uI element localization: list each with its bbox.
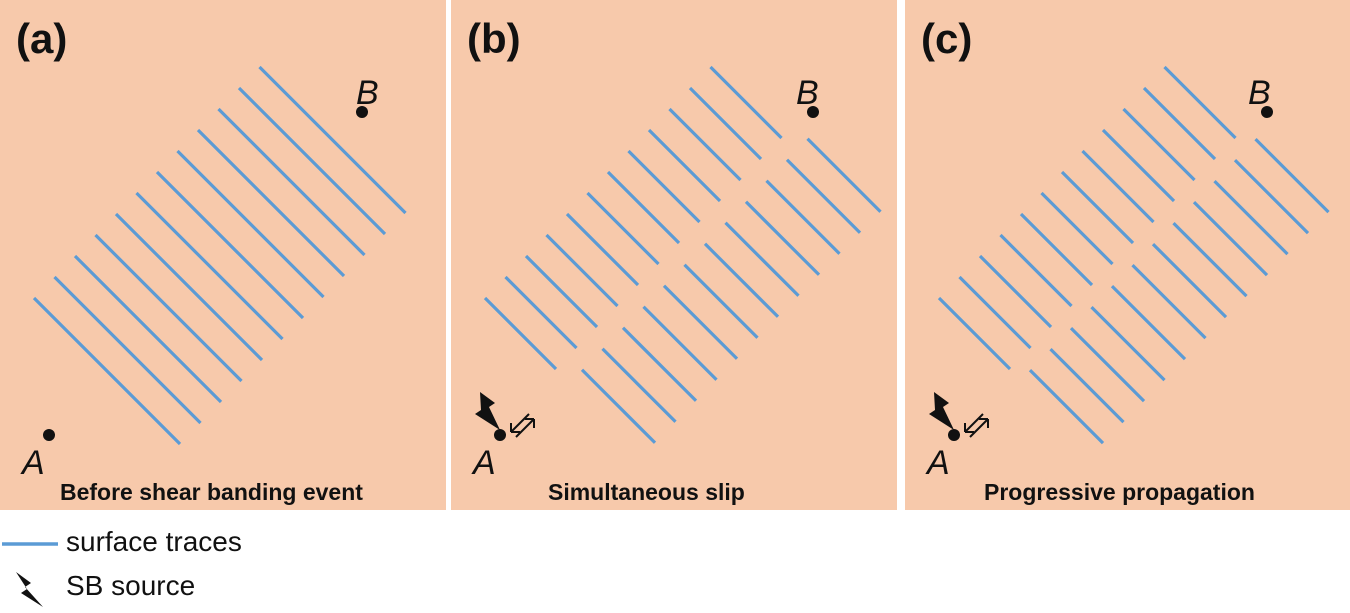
surface-trace	[1213, 179, 1289, 256]
point-a-label: A	[473, 444, 496, 482]
surface-trace	[785, 158, 862, 234]
surface-trace	[937, 296, 1012, 371]
surface-trace	[978, 254, 1053, 329]
panel-simultaneous-diagram	[475, 65, 882, 444]
surface-trace	[135, 191, 284, 341]
surface-trace	[524, 254, 599, 329]
shear-arrows-icon	[964, 413, 989, 438]
surface-trace	[1172, 221, 1248, 298]
surface-trace	[1233, 158, 1310, 235]
surface-trace	[258, 65, 407, 215]
surface-trace	[1040, 191, 1114, 266]
panel-caption: Progressive propagation	[984, 479, 1255, 505]
legend-label-surface-traces: surface traces	[66, 526, 242, 557]
legend-label-sb-source: SB source	[66, 570, 196, 601]
trace-line-icon	[2, 542, 58, 546]
surface-trace	[196, 128, 346, 278]
surface-trace	[958, 275, 1032, 350]
surface-trace	[1060, 170, 1135, 245]
panel-tag-b: (b)	[467, 15, 521, 62]
surface-trace	[1142, 86, 1217, 161]
surface-trace	[1069, 326, 1146, 403]
surface-trace	[217, 107, 366, 257]
point-a-dot	[494, 429, 506, 441]
surface-trace	[565, 212, 640, 287]
surface-trace	[32, 296, 182, 446]
surface-trace	[504, 275, 578, 350]
point-b-label: B	[796, 74, 819, 112]
surface-trace	[1101, 128, 1176, 203]
point-a-label: A	[22, 444, 45, 482]
surface-trace	[1028, 368, 1105, 445]
surface-trace	[1131, 263, 1207, 340]
surface-trace	[1122, 107, 1196, 182]
surface-trace	[601, 347, 677, 423]
surface-trace	[155, 170, 305, 320]
surface-trace	[1254, 137, 1330, 214]
point-a-dot	[948, 429, 960, 441]
surface-trace	[237, 86, 387, 236]
surface-trace	[806, 137, 882, 213]
surface-trace	[94, 233, 243, 383]
surface-trace	[545, 233, 619, 308]
panel-caption: Simultaneous slip	[548, 479, 745, 505]
surface-trace	[642, 305, 718, 381]
point-a-label: A	[927, 444, 950, 482]
panel-progressive: (c) B A Progressive propagation	[905, 0, 1350, 510]
surface-trace	[73, 254, 223, 404]
surface-trace	[114, 212, 264, 362]
surface-trace	[1090, 305, 1166, 382]
surface-trace	[709, 65, 783, 140]
point-b-dot	[807, 106, 819, 118]
surface-trace	[765, 179, 841, 255]
surface-trace	[683, 263, 759, 339]
surface-trace	[606, 170, 681, 245]
surface-trace	[1151, 242, 1228, 319]
panel-before-diagram	[32, 65, 407, 446]
surface-trace	[176, 149, 325, 299]
shear-arrows-icon	[510, 413, 535, 438]
panel-tag-a: (a)	[16, 15, 68, 62]
surface-trace	[999, 233, 1073, 308]
point-a-dot	[43, 429, 55, 441]
surface-trace	[1110, 284, 1187, 361]
surface-trace	[668, 107, 742, 182]
surface-trace	[627, 149, 701, 224]
panel-tag-c: (c)	[921, 15, 973, 62]
point-b-dot	[1261, 106, 1273, 118]
lightning-bolt-icon	[475, 392, 500, 430]
point-b-label: B	[356, 74, 379, 112]
surface-trace	[703, 242, 780, 318]
surface-trace	[662, 284, 739, 360]
point-b-label: B	[1248, 74, 1271, 112]
point-b-dot	[356, 106, 368, 118]
surface-trace	[1049, 347, 1125, 424]
surface-trace	[53, 275, 202, 425]
lightning-bolt-icon	[929, 392, 954, 430]
surface-trace	[724, 221, 800, 297]
surface-trace	[1163, 65, 1237, 140]
surface-trace	[647, 128, 722, 203]
panel-caption: Before shear banding event	[60, 479, 363, 505]
lightning-bolt-icon	[16, 572, 43, 607]
surface-trace	[1192, 200, 1269, 277]
surface-trace	[1081, 149, 1155, 224]
surface-trace	[586, 191, 660, 266]
surface-trace	[580, 368, 657, 444]
panel-simultaneous: (b) B A Simultaneous slip	[451, 0, 897, 510]
surface-trace	[744, 200, 821, 276]
surface-trace	[483, 296, 558, 371]
surface-trace	[621, 326, 698, 402]
surface-trace	[1019, 212, 1094, 287]
panel-before: (a) B A Before shear banding event	[0, 0, 446, 510]
surface-trace	[688, 86, 763, 161]
panel-progressive-diagram	[929, 65, 1330, 445]
